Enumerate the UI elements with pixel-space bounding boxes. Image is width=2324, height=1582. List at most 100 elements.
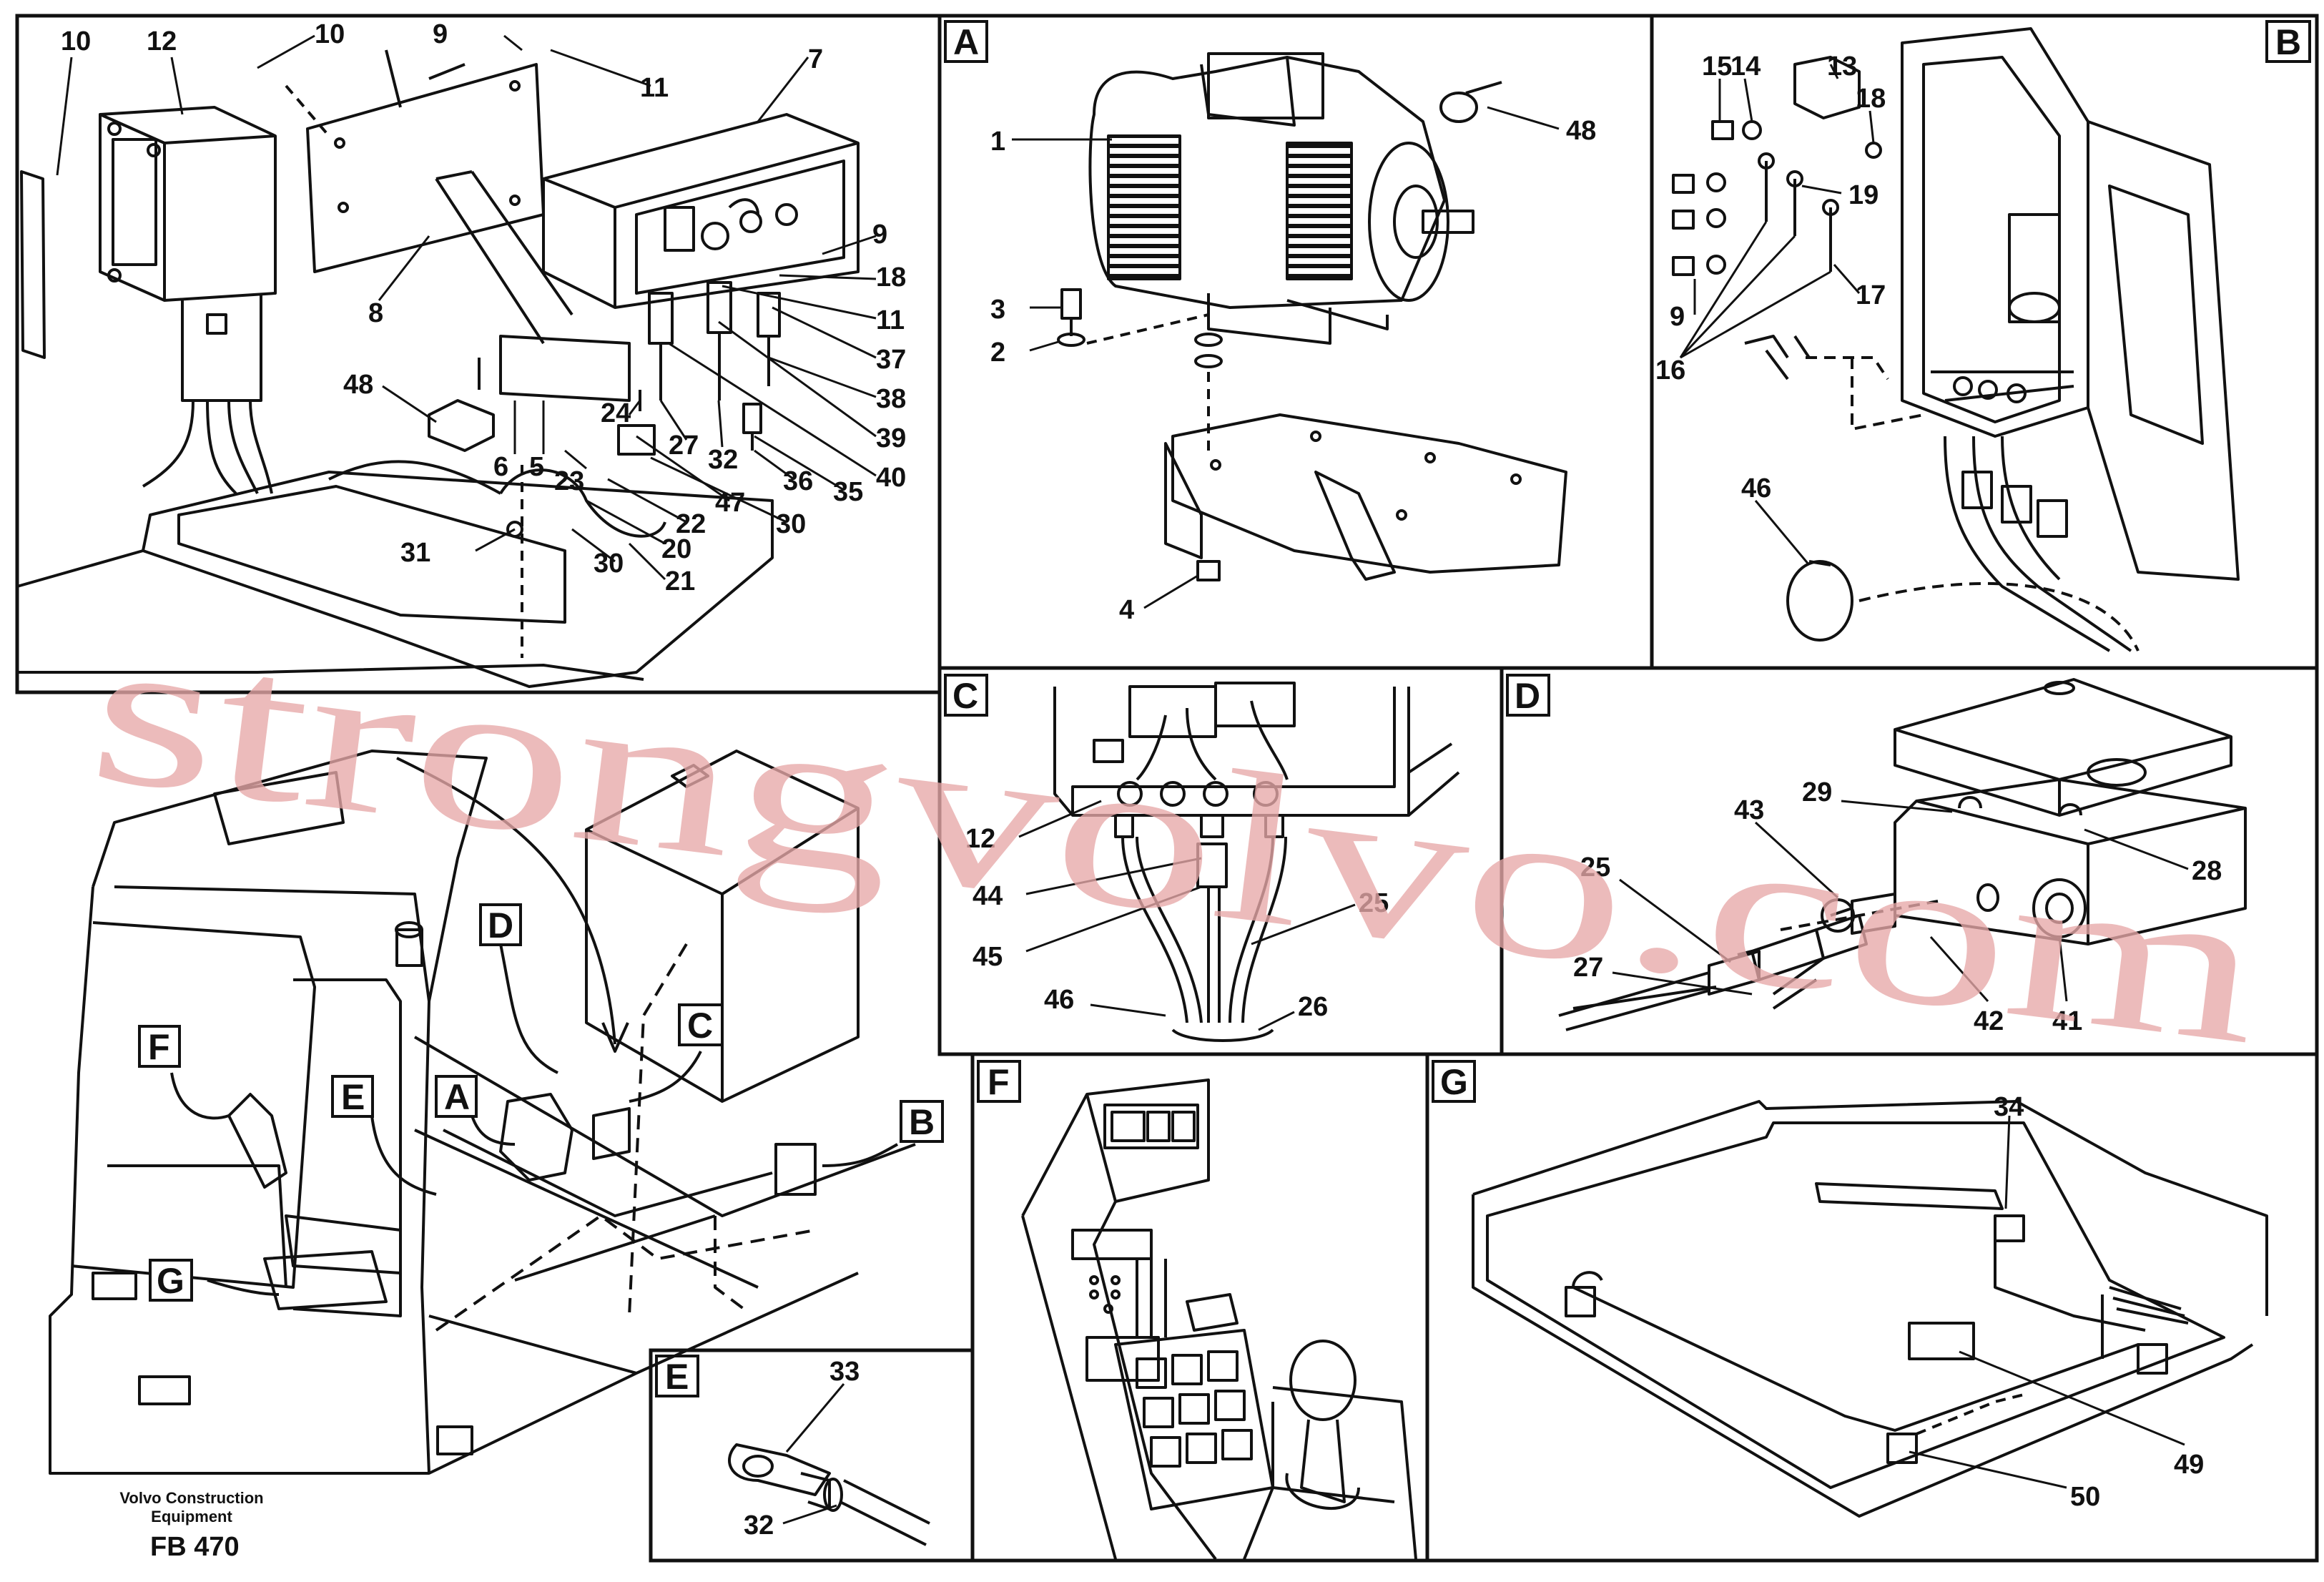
callout-number-main: 12 [147,26,177,56]
view-f-drawing [1021,1079,1417,1561]
callout-number-main: 9 [872,220,887,250]
callout-number-main: 24 [601,398,631,428]
view-a-letter: A [953,22,979,62]
callout-number-b: 17 [1856,280,1886,310]
callout-number-main: 5 [529,452,544,482]
view-c-leaders [1018,800,1356,1031]
callout-number-e: 32 [744,1510,774,1541]
overview-view-tag: A [444,1077,470,1117]
overview-view-tag: B [909,1102,935,1142]
callout-number-c: 45 [973,942,1003,972]
view-e-leaders [782,1383,845,1525]
view-e-frame [649,1348,975,1563]
callout-number-main: 23 [554,466,584,496]
view-a-leaders [1012,106,1560,609]
callout-number-b: 18 [1856,84,1886,114]
callout-number-b: 46 [1741,473,1771,503]
callout-number-a: 2 [990,338,1005,368]
callout-number-main: 18 [876,262,906,293]
callout-number-b: 16 [1655,355,1685,385]
view-g-tag: G [1432,1060,1476,1103]
callout-number-b: 19 [1848,180,1879,210]
overview-view-tag: D [488,905,513,945]
callout-number-b: 13 [1827,51,1857,82]
view-f-letter: F [988,1062,1010,1102]
overview-view-tag: G [157,1261,184,1301]
callout-number-c: 44 [973,881,1003,911]
callout-number-a: 48 [1566,116,1596,146]
view-a-drawing [1057,52,1567,581]
callout-number-a: 4 [1119,595,1134,625]
callout-number-e: 33 [829,1357,860,1387]
callout-number-g: 50 [2070,1482,2100,1512]
footer-code: FB 470 [150,1532,240,1562]
callout-number-main: 21 [665,566,695,596]
callout-number-d: 25 [1580,853,1610,883]
callout-number-main: 6 [493,452,508,482]
main-detail-frame [15,14,942,694]
callout-number-main: 11 [640,73,669,103]
callout-number-main: 7 [808,44,823,74]
callout-number-main: 10 [61,26,91,56]
view-d-tag: D [1506,674,1550,717]
view-g-leaders [1909,1115,2185,1489]
callout-number-c: 12 [965,824,995,854]
view-d-leaders [1612,800,2189,1002]
view-c-tag: C [944,674,988,717]
callout-number-main: 39 [876,423,906,453]
callout-number-main: 22 [676,509,706,539]
callout-number-main: 8 [368,298,383,328]
view-g-callouts: 34 49 50 [1994,1092,2204,1512]
callout-number-main: 27 [669,431,699,461]
view-c-callouts: 12 44 45 25 46 26 [965,824,1389,1022]
view-f-tag: F [977,1060,1021,1103]
callout-number-g: 49 [2174,1450,2204,1480]
callout-number-main: 48 [343,370,373,400]
callout-number-d: 29 [1802,777,1832,807]
callout-number-c: 25 [1359,888,1389,918]
footer-maker-line2: Equipment [151,1508,232,1526]
main-detail-leaders [56,34,877,581]
callout-number-d: 27 [1573,953,1603,983]
view-a-frame [937,14,1654,670]
view-e-drawing [728,1443,930,1546]
overview-view-tag: C [687,1006,713,1046]
callout-number-b: 15 [1702,51,1732,82]
overview-view-tag: F [148,1027,170,1067]
view-g-letter: G [1440,1062,1468,1102]
callout-number-g: 34 [1994,1092,2024,1122]
view-c-drawing [1053,682,1460,1042]
callout-number-b: 9 [1670,302,1685,332]
callout-number-main: 30 [776,509,806,539]
callout-number-main: 38 [876,384,906,414]
view-d-letter: D [1515,676,1540,716]
callout-number-main: 20 [661,534,691,564]
callout-number-main: 40 [876,463,906,493]
view-a-tag: A [944,20,988,63]
callout-number-main: 11 [876,305,905,335]
view-c-letter: C [952,676,978,716]
callout-number-main: 30 [594,549,624,579]
callout-number-c: 26 [1298,992,1328,1022]
callout-number-c: 46 [1044,985,1074,1015]
footer-maker: Volvo Construction [119,1489,263,1507]
view-b-drawing [1672,27,2240,652]
cab-overview-drawing [49,750,916,1475]
callout-number-d: 43 [1734,795,1764,825]
callout-number-main: 9 [433,19,448,49]
callout-number-a: 3 [990,295,1005,325]
callout-number-main: 37 [876,345,906,375]
view-g-drawing [1472,1100,2268,1518]
view-d-drawing [1558,678,2247,1031]
view-e-tag: E [655,1355,699,1397]
view-e-letter: E [665,1357,689,1397]
view-g-frame [1425,1052,2319,1563]
callout-number-main: 32 [708,445,738,475]
view-d-callouts: 43 29 25 28 27 42 41 [1573,777,2222,1036]
callout-number-main: 35 [833,477,863,507]
footer-block: Volvo Construction Equipment FB 470 [119,1489,263,1562]
callout-number-b: 14 [1730,51,1761,82]
callout-number-a: 1 [990,127,1005,157]
main-detail-drawing [16,49,860,688]
